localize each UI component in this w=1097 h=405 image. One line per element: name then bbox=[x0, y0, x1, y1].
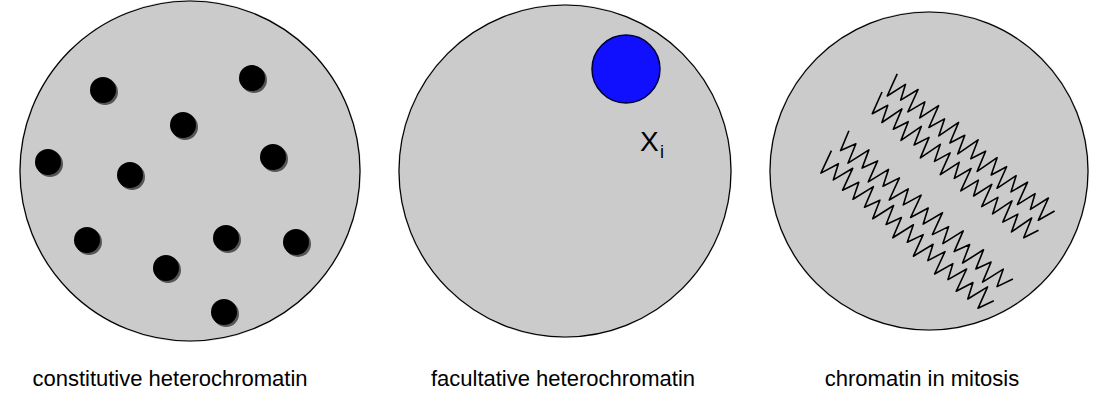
nucleus-caption: chromatin in mitosis bbox=[825, 366, 1019, 392]
heterochromatin-dot bbox=[239, 65, 265, 91]
nucleus-circle: facultative heterochromatin bbox=[398, 4, 732, 338]
heterochromatin-dot bbox=[213, 225, 239, 251]
chromatid-zigzag bbox=[887, 74, 1054, 221]
nucleus-border bbox=[20, 1, 360, 341]
nucleus-border bbox=[399, 5, 731, 337]
heterochromatin-dots bbox=[35, 65, 311, 327]
nucleus-fill bbox=[398, 4, 732, 338]
chromosome-label: X bbox=[640, 128, 659, 156]
heterochromatin-dot bbox=[260, 144, 286, 170]
chromatid-zigzag bbox=[872, 92, 1038, 238]
heterochromatin-dot bbox=[35, 149, 61, 175]
heterochromatin-dot bbox=[170, 112, 196, 138]
heterochromatin-dot bbox=[153, 255, 179, 281]
nucleus-border bbox=[770, 12, 1088, 330]
mitotic-chromosomes bbox=[821, 74, 1055, 308]
nucleus-outline bbox=[769, 11, 1089, 331]
nucleus-outline bbox=[398, 4, 732, 338]
heterochromatin-dot bbox=[117, 162, 143, 188]
chromatid-zigzag bbox=[821, 151, 994, 309]
nucleus-outline bbox=[19, 0, 361, 342]
subscript-label: i bbox=[660, 143, 664, 161]
nucleus-fill bbox=[769, 11, 1089, 331]
barr-body bbox=[592, 35, 660, 103]
nucleus-caption: constitutive heterochromatin bbox=[32, 366, 307, 392]
nucleus-caption: facultative heterochromatin bbox=[431, 366, 695, 392]
nucleus-circle: chromatin in mitosis bbox=[769, 11, 1089, 331]
nucleus-fill bbox=[19, 0, 361, 342]
heterochromatin-dot bbox=[74, 227, 100, 253]
heterochromatin-dot bbox=[90, 77, 116, 103]
heterochromatin-dot bbox=[211, 299, 237, 325]
heterochromatin-dot bbox=[283, 229, 309, 255]
nucleus-circle: constitutive heterochromatin bbox=[19, 0, 361, 342]
chromatid-zigzag bbox=[841, 131, 1013, 287]
